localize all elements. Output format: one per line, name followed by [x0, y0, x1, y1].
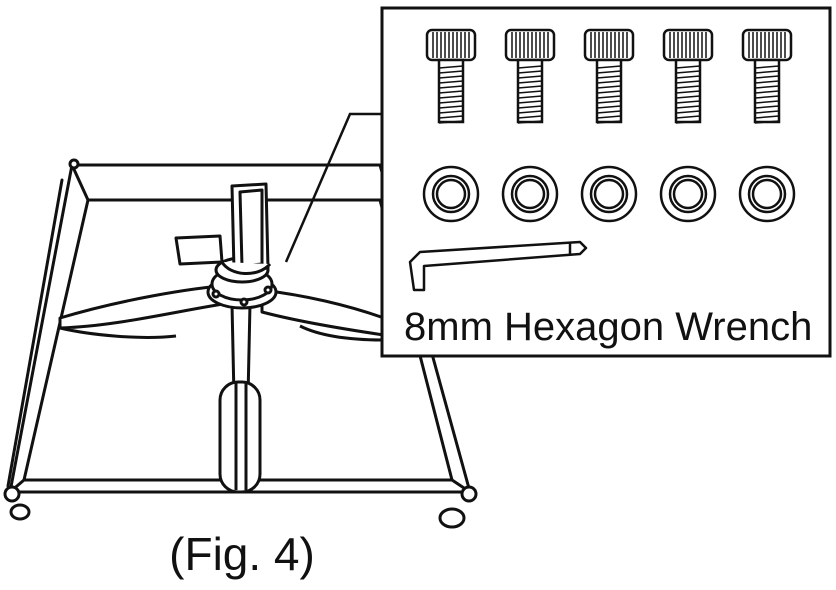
caster-front-left [3, 485, 21, 503]
bolt-icon [583, 28, 635, 124]
caster-wheels [3, 158, 478, 529]
washer-icon [738, 165, 796, 223]
hardware-inset: 8mm Hexagon Wrench [380, 6, 832, 358]
caster-wheel-left [9, 503, 31, 521]
wrench-label: 8mm Hexagon Wrench [404, 305, 812, 349]
washer-icon [659, 165, 717, 223]
star-base [58, 182, 386, 494]
figure-caption: (Fig. 4) [169, 528, 315, 580]
washer-icon [580, 165, 638, 223]
bolt-row [425, 28, 793, 124]
corner-knob-top-left [68, 158, 80, 170]
washer-icon [422, 165, 480, 223]
washer-row [422, 165, 796, 223]
bolt-icon [741, 28, 793, 124]
bolt-icon [425, 28, 477, 124]
bolt-icon [504, 28, 556, 124]
caster-wheel-right [438, 507, 466, 529]
caster-front-right [460, 485, 478, 503]
bolt-icon [662, 28, 714, 124]
hexagon-wrench-icon [408, 240, 588, 292]
callout-line [284, 112, 384, 263]
washer-icon [501, 165, 559, 223]
